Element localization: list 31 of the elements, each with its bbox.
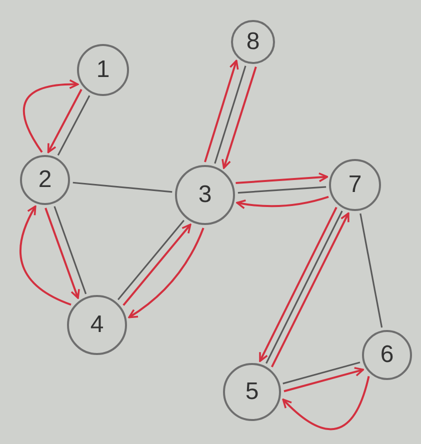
node-number: 2 <box>38 168 52 192</box>
connector-line <box>214 66 246 164</box>
arrow <box>20 205 72 306</box>
connector-line <box>57 95 90 156</box>
arrow <box>282 376 370 430</box>
arrow <box>128 228 204 318</box>
connector-line <box>282 362 360 384</box>
node-number: 5 <box>245 380 259 404</box>
connector-line <box>72 182 172 193</box>
arrow <box>284 367 364 392</box>
node-number: 3 <box>198 183 212 207</box>
arrow <box>222 66 257 169</box>
arrow <box>47 88 82 154</box>
node-number: 4 <box>90 313 104 337</box>
arrow <box>259 206 338 362</box>
connector-line <box>266 210 343 364</box>
connector-line <box>360 213 383 328</box>
arrow <box>23 80 79 153</box>
arrow <box>236 196 329 209</box>
arrow <box>236 172 328 184</box>
arrow <box>44 208 80 299</box>
node-number: 1 <box>96 58 110 82</box>
arrow <box>122 224 192 306</box>
node-number: 8 <box>246 30 260 54</box>
arrow <box>270 212 350 368</box>
node-number: 7 <box>348 173 362 197</box>
connector-line <box>54 206 87 294</box>
connector-line <box>238 186 326 194</box>
connector-line <box>117 220 185 300</box>
node-number: 6 <box>380 343 394 367</box>
arrow <box>204 60 239 162</box>
